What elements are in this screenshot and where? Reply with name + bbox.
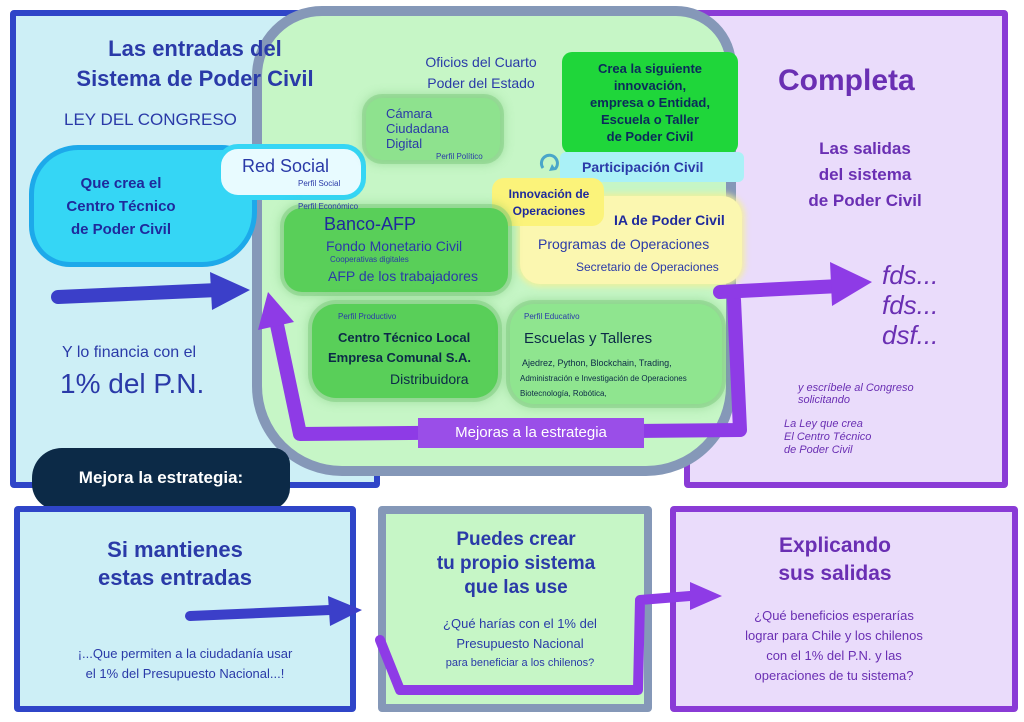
banco-box (284, 208, 508, 292)
crear-title: Puedes crear tu propio sistema que las u… (392, 528, 640, 600)
cloud-line2: Centro Técnico (66, 198, 176, 215)
edu-line1: Ajedrez, Python, Blockchain, Trading, (522, 358, 672, 368)
oficios-line1: Oficios del Cuarto (425, 54, 537, 70)
salidas-line1: Las salidas (819, 139, 911, 158)
cloud-line1: Que crea el (80, 175, 162, 192)
innovacion-box (492, 178, 604, 226)
crear-q-line3: para beneficiar a los chilenos? (445, 657, 595, 669)
output-fds-2: fds... (882, 290, 939, 320)
mantienes-line2: estas entradas (97, 565, 253, 590)
camara-line2: Ciudadana (386, 121, 449, 136)
mejoras-loop-label (418, 418, 644, 448)
coop-label: Cooperativas digitales (330, 255, 409, 264)
crea-text: Crea la siguiente innovación, empresa o … (562, 60, 738, 145)
crear-line1: Puedes crear (456, 529, 576, 550)
cloud-line3: de Poder Civil (70, 221, 172, 238)
ia-title: IA de Poder Civil (614, 212, 725, 228)
perfil-social-label: Perfil Social (298, 179, 341, 188)
edu-line3: Biotecnología, Robótica, (520, 389, 607, 398)
cloud-text: Que crea el Centro Técnico de Poder Civi… (46, 172, 196, 241)
red-social-label: Red Social (242, 156, 330, 176)
completa-title: Completa (778, 64, 915, 97)
explicando-question: ¿Qué beneficios esperarías lograr para C… (704, 606, 964, 686)
edu-line2: Administración e Investigación de Operac… (520, 374, 687, 383)
distribuidora-label: Distribuidora (390, 371, 469, 387)
crear-line3: que las use (464, 577, 568, 598)
oficios-line2: Poder del Estado (427, 75, 535, 91)
mantienes-title: Si mantienes estas entradas (60, 536, 290, 592)
outputs-list: fds... fds... dsf... (882, 260, 938, 350)
crea-line5: de Poder Civil (606, 129, 694, 144)
camara-line1: Cámara (386, 106, 433, 121)
ley-congreso: LEY DEL CONGRESO (64, 110, 237, 129)
camara-line3: Digital (386, 136, 423, 151)
mantienes-body-line2: el 1% del Presupuesto Nacional...! (85, 666, 285, 681)
crear-q-line1: ¿Qué harías con el 1% del (443, 616, 597, 631)
mantienes-body-line1: ¡...Que permiten a la ciudadanía usar (77, 646, 293, 661)
mantienes-body: ¡...Que permiten a la ciudadanía usar el… (30, 644, 340, 684)
crear-line2: tu propio sistema (436, 553, 596, 574)
empresa-label: Empresa Comunal S.A. (328, 350, 472, 365)
crea-line1: Crea la siguiente (597, 61, 703, 76)
crea-line3: empresa o Entidad, (590, 95, 710, 110)
explicando-title: Explicando sus salidas (720, 532, 950, 588)
banco-label: Banco-AFP (324, 214, 417, 234)
escribe-line2: solicitando (798, 394, 850, 406)
finance-line: Y lo financia con el (62, 344, 197, 361)
perfil-productivo-label: Perfil Productivo (338, 312, 397, 321)
fondo-label: Fondo Monetario Civil (326, 238, 463, 254)
inputs-title-line2: Sistema de Poder Civil (76, 66, 314, 91)
salidas-subtitle: Las salidas del sistema de Poder Civil (780, 136, 950, 214)
centro-tecnico-cloud (34, 150, 252, 262)
perfil-educativo-label: Perfil Educativo (524, 312, 580, 321)
crear-q-line2: Presupuesto Nacional (456, 636, 584, 651)
mejoras-loop-text: Mejoras a la estrategia (455, 424, 607, 441)
escuelas-label: Escuelas y Talleres (524, 330, 653, 347)
mejora-label-text: Mejora la estrategia: (78, 468, 244, 487)
innovacion-text: Innovación de Operaciones (494, 186, 604, 220)
escribe-line1: y escríbele al Congreso (798, 382, 914, 394)
programas-label: Programas de Operaciones (538, 236, 710, 252)
camara-box (366, 98, 500, 160)
ley-crea-line3: de Poder Civil (784, 444, 853, 456)
salidas-line3: de Poder Civil (808, 191, 922, 210)
red-social-bubble (216, 144, 366, 200)
explicando-q-line4: operaciones de tu sistema? (754, 668, 914, 683)
oficios-text: Oficios del Cuarto Poder del Estado (408, 52, 554, 94)
salidas-line2: del sistema (818, 165, 912, 184)
explicando-q-line3: con el 1% del P.N. y las (766, 648, 902, 663)
crea-line4: Escuela o Taller (600, 112, 700, 127)
innovacion-line1: Innovación de (508, 187, 590, 201)
inputs-title-line1: Las entradas del (108, 36, 282, 61)
crea-green-box (562, 52, 738, 154)
participacion-box (560, 152, 744, 182)
innovacion-line2: Operaciones (512, 204, 586, 218)
ley-crea-line2: El Centro Técnico (784, 431, 872, 443)
perfil-economico-label: Perfil Económico (298, 202, 359, 211)
explicando-line2: sus salidas (778, 562, 892, 585)
output-fds-1: fds... (882, 260, 939, 290)
secretario-label: Secretario de Operaciones (576, 260, 719, 274)
ley-crea-line1: La Ley que crea (784, 418, 863, 430)
mejora-label (32, 448, 290, 510)
cycle-arrow-icon (538, 150, 562, 176)
afp-label: AFP de los trabajadores (328, 268, 478, 284)
mantienes-line1: Si mantienes (107, 537, 243, 562)
explicando-q-line1: ¿Qué beneficios esperarías (754, 608, 914, 623)
explicando-q-line2: lograr para Chile y los chilenos (745, 628, 923, 643)
camara-text: Cámara Ciudadana Digital (386, 106, 449, 151)
escribe-text: y escríbele al Congreso solicitando (798, 382, 914, 406)
explicando-line1: Explicando (778, 534, 892, 557)
ley-crea-text: La Ley que crea El Centro Técnico de Pod… (784, 418, 871, 457)
crea-line2: innovación, (613, 78, 687, 93)
perfil-politico-label: Perfil Político (436, 152, 483, 161)
participacion-label: Participación Civil (582, 159, 704, 175)
centro-local-label: Centro Técnico Local (338, 330, 471, 345)
crear-question: ¿Qué harías con el 1% del Presupuesto Na… (400, 614, 640, 672)
inputs-title: Las entradas del Sistema de Poder Civil (40, 34, 350, 94)
pn-percent: 1% del P.N. (60, 368, 205, 399)
output-dsf: dsf... (882, 320, 939, 350)
